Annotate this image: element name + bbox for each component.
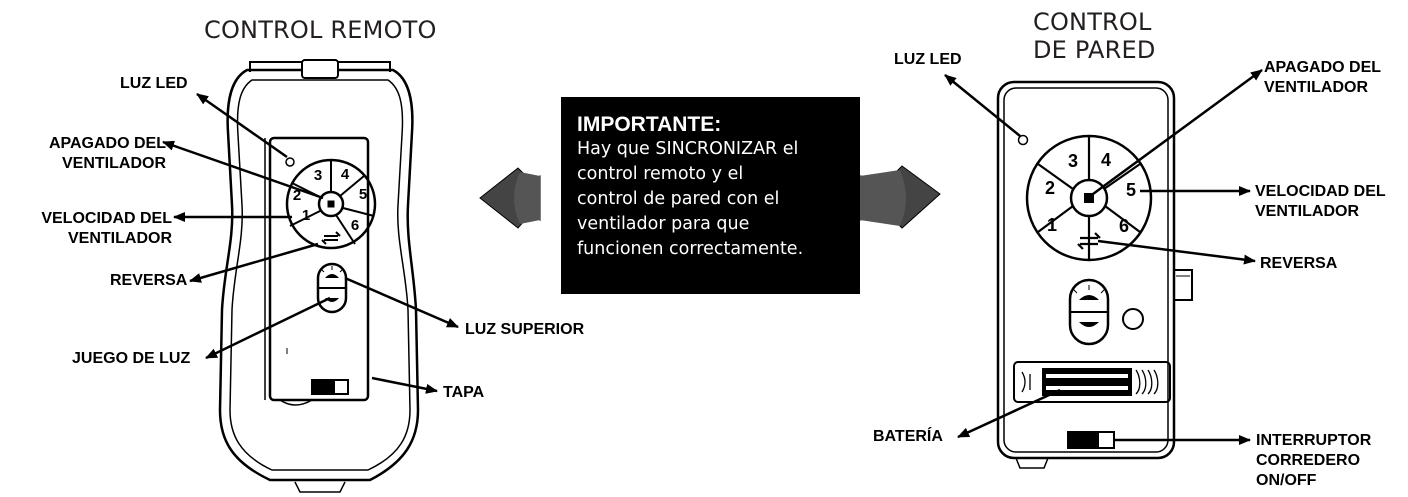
remote-body-inner	[229, 79, 411, 471]
wall-speed-label: VELOCIDAD DEL VENTILADOR	[1255, 182, 1386, 222]
wall-control	[996, 80, 1193, 469]
remote-control	[218, 59, 420, 493]
notice-title: IMPORTANTE:	[577, 113, 722, 136]
wall-speed-button-2: 2	[1044, 178, 1055, 198]
wall-speed-button-3: 3	[1067, 151, 1078, 171]
wall-battery-label: BATERÍA	[873, 428, 943, 445]
wall-fan-off-line1: APAGADO DEL	[1264, 59, 1382, 76]
wall-led-dot	[1017, 134, 1029, 146]
wall-arrows	[944, 68, 1263, 445]
remote-speed-button-1: 1	[301, 207, 311, 224]
remote-speed-line2: VENTILADOR	[68, 230, 172, 247]
wall-switch-label: INTERRUPTOR CORREDERO ON/OFF	[1256, 431, 1371, 491]
wall-title-line1: CONTROL	[1033, 8, 1152, 36]
wall-reverse-icon	[1077, 232, 1101, 250]
wall-speed-line1: VELOCIDAD DEL	[1255, 183, 1386, 200]
remote-speed-line1: VELOCIDAD DEL	[41, 210, 172, 227]
wall-off-square	[1084, 193, 1094, 203]
notice-line: Hay que SINCRONIZAR el	[577, 139, 799, 159]
remote-led-label: LUZ LED	[120, 75, 188, 92]
remote-speed-label: VELOCIDAD DEL VENTILADOR	[22, 209, 172, 249]
remote-speed-button-4: 4	[340, 166, 350, 183]
wall-speed-button-5: 5	[1125, 180, 1136, 200]
remote-cover-switch	[311, 379, 349, 395]
wall-led-label: LUZ LED	[894, 51, 962, 68]
wall-switch-line3: ON/OFF	[1256, 472, 1317, 489]
remote-faceplate	[268, 136, 370, 402]
notice-line: control de pared con el	[577, 189, 780, 209]
wall-speed-button-6: 6	[1118, 216, 1129, 236]
wall-battery-tray	[1013, 361, 1171, 403]
remote-speed-button-3: 3	[313, 167, 323, 184]
wall-speed-button-4: 4	[1100, 150, 1111, 170]
remote-arrows	[162, 92, 459, 394]
remote-off-square	[327, 200, 335, 208]
remote-speed-button-6: 6	[350, 217, 360, 234]
wall-switch-line2: CORREDERO	[1256, 452, 1361, 469]
wall-title-line2: DE PARED	[1033, 36, 1156, 64]
remote-uplight-label: LUZ SUPERIOR	[465, 321, 585, 338]
remote-cover-label: TAPA	[443, 384, 485, 401]
remote-reverse-label: REVERSA	[110, 272, 188, 289]
remote-body-outer	[218, 68, 420, 482]
remote-fan-off-line1: APAGADO DEL	[48, 135, 166, 152]
wall-round-button	[1122, 308, 1144, 330]
double-arrow	[479, 165, 941, 229]
remote-reverse-icon	[321, 231, 341, 245]
remote-speed-button-2: 2	[292, 187, 302, 204]
wall-body-inner	[1003, 87, 1169, 453]
notice-line: ventilador para que	[577, 214, 750, 234]
wall-switch-line1: INTERRUPTOR	[1256, 432, 1372, 449]
wall-speed-button-1: 1	[1046, 215, 1057, 235]
important-notice: IMPORTANTE: Hay que SINCRONIZAR el contr…	[561, 97, 860, 294]
wall-reverse-label: REVERSA	[1260, 255, 1338, 272]
notice-line: funcionen correctamente.	[577, 239, 804, 259]
remote-fan-off-line2: VENTILADOR	[62, 155, 166, 172]
remote-speed-button-5: 5	[358, 186, 368, 203]
remote-led-dot	[285, 157, 295, 167]
remote-light-kit-label: JUEGO DE LUZ	[72, 350, 191, 367]
wall-speed-line2: VENTILADOR	[1255, 203, 1359, 220]
wall-side-tab	[1173, 269, 1193, 301]
wall-fan-off-label: APAGADO DEL VENTILADOR	[1264, 58, 1381, 98]
wall-fan-off-line2: VENTILADOR	[1264, 79, 1368, 96]
remote-title: CONTROL REMOTO	[204, 16, 437, 44]
notice-line: control remoto y el	[577, 164, 744, 184]
remote-fan-off-label: APAGADO DEL VENTILADOR	[14, 134, 166, 174]
remote-clip	[301, 59, 339, 79]
